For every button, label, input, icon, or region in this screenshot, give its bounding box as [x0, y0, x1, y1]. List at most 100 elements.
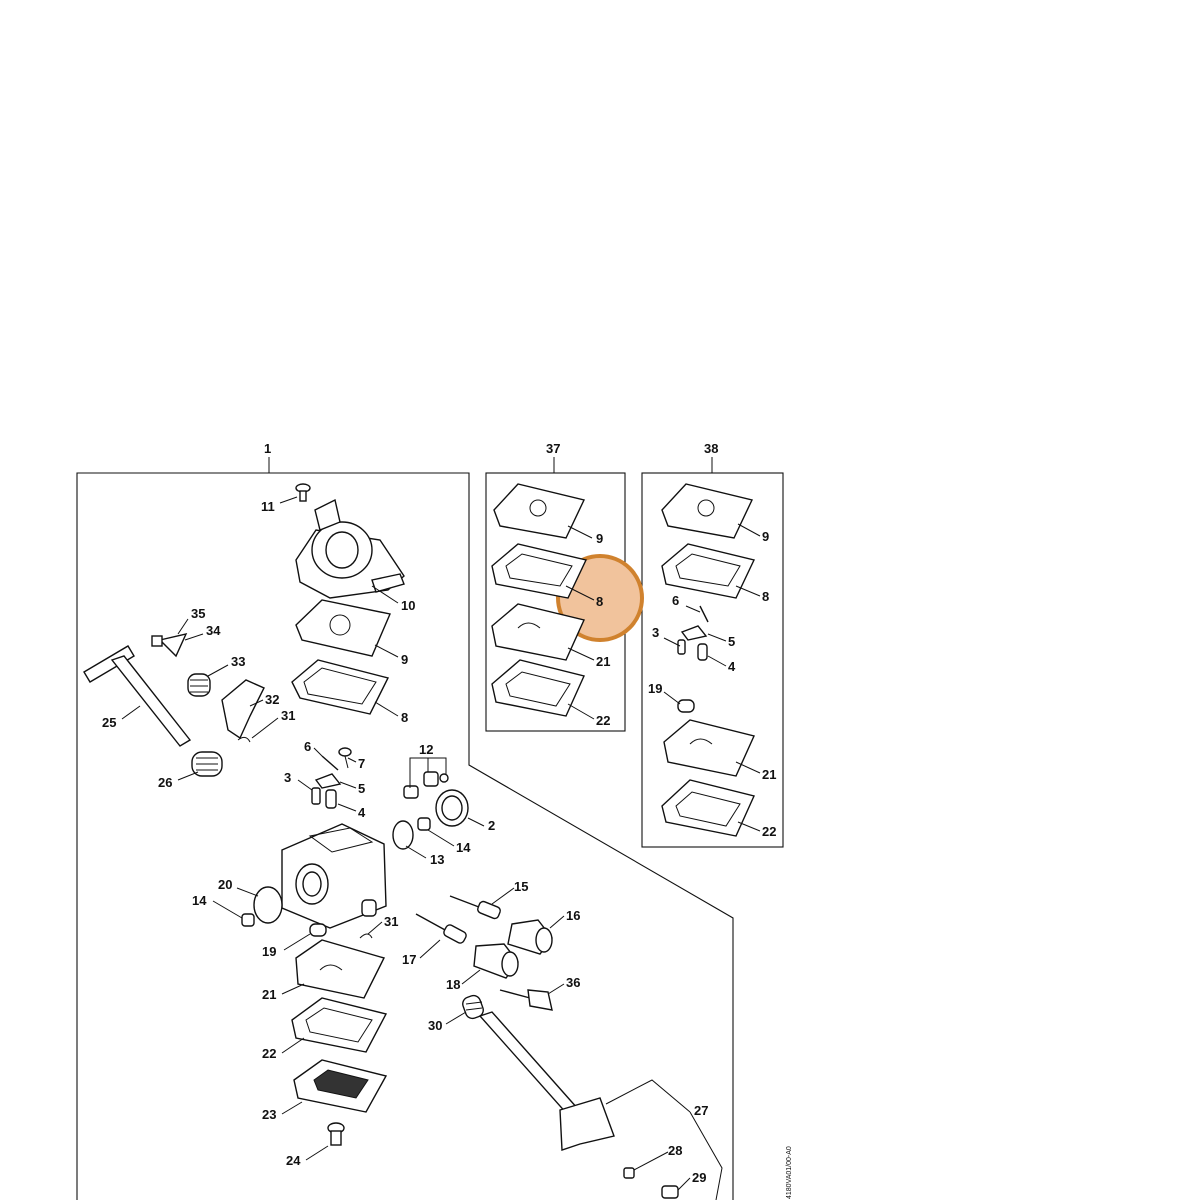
callout-15[interactable]: 15: [514, 879, 528, 894]
part-34-lever[interactable]: [151, 632, 188, 658]
callout-9[interactable]: 9: [401, 652, 408, 667]
kit38-callout-5[interactable]: 5: [728, 634, 735, 649]
callout-36[interactable]: 36: [566, 975, 580, 990]
kit37-callout-21[interactable]: 21: [596, 654, 610, 669]
part-11-screw[interactable]: [295, 483, 311, 502]
callout-14[interactable]: 14: [456, 840, 471, 855]
callout-28[interactable]: 28: [668, 1143, 682, 1158]
kit37-part-21-diaphragm[interactable]: [491, 603, 585, 661]
callout-20[interactable]: 20: [218, 877, 232, 892]
kit38-callout-3[interactable]: 3: [652, 625, 659, 640]
kit38-part-5-lever[interactable]: [680, 625, 708, 641]
kit37-callout-8[interactable]: 8: [596, 594, 603, 609]
callout-18[interactable]: 18: [446, 977, 460, 992]
part-14-screw[interactable]: [417, 817, 431, 831]
part-10-pump-housing[interactable]: [295, 498, 405, 599]
kit38-callout-6[interactable]: 6: [672, 593, 679, 608]
part-19-filter[interactable]: [309, 923, 327, 937]
kit38-callout-9[interactable]: 9: [762, 529, 769, 544]
part-32-lever[interactable]: [221, 679, 265, 740]
part-17-adjust-screw[interactable]: [415, 913, 468, 944]
part-7-screw[interactable]: [338, 747, 352, 769]
kit37-part-22-gasket[interactable]: [491, 659, 585, 717]
kit38-part-8-gasket[interactable]: [661, 543, 756, 599]
callout-26[interactable]: 26: [158, 775, 172, 790]
part-33-spring[interactable]: [187, 673, 211, 697]
kit38-callout-8[interactable]: 8: [762, 589, 769, 604]
callout-19[interactable]: 19: [262, 944, 276, 959]
part-22-gasket[interactable]: [291, 997, 388, 1053]
part-carburetor-body[interactable]: [281, 823, 387, 929]
kit38-callout-19[interactable]: 19: [648, 681, 662, 696]
kit38-part-6-pin[interactable]: [699, 605, 709, 623]
kit38-callout-22[interactable]: 22: [762, 824, 776, 839]
kit38-callout-4[interactable]: 4: [728, 659, 736, 674]
callout-35[interactable]: 35: [191, 606, 205, 621]
part-30-spring[interactable]: [461, 994, 485, 1021]
part-25-shaft[interactable]: [83, 645, 192, 747]
part-13-disc[interactable]: [392, 820, 414, 850]
kit38-part-21-diaphragm[interactable]: [663, 719, 755, 777]
part-27-throttle-shaft[interactable]: [478, 1011, 615, 1151]
part-26-spring[interactable]: [191, 751, 223, 777]
callout-31[interactable]: 31: [281, 708, 295, 723]
callout-32[interactable]: 32: [265, 692, 279, 707]
callout-7[interactable]: 7: [358, 756, 365, 771]
part-8-gasket[interactable]: [291, 659, 390, 715]
part-15-adjust-screw[interactable]: [449, 895, 501, 920]
kit38-callout-21[interactable]: 21: [762, 767, 776, 782]
part-12-set[interactable]: [403, 771, 449, 799]
callout-34[interactable]: 34: [206, 623, 221, 638]
kit38-part-9-diaphragm[interactable]: [661, 483, 754, 539]
callout-25[interactable]: 25: [102, 715, 116, 730]
part-23-cover[interactable]: [293, 1059, 388, 1113]
kit38-part-19-filter[interactable]: [677, 699, 695, 713]
callout-30[interactable]: 30: [428, 1018, 442, 1033]
callout-31b[interactable]: 31: [384, 914, 398, 929]
callout-27[interactable]: 27: [694, 1103, 708, 1118]
callout-17[interactable]: 17: [402, 952, 416, 967]
kit37-callout-22[interactable]: 22: [596, 713, 610, 728]
part-21-diaphragm[interactable]: [295, 939, 386, 999]
part-9-diaphragm[interactable]: [295, 599, 391, 657]
part-6-pin[interactable]: [321, 755, 339, 771]
callout-16[interactable]: 16: [566, 908, 580, 923]
callout-12[interactable]: 12: [419, 742, 433, 757]
part-2-ring[interactable]: [435, 789, 469, 827]
part-16-cap[interactable]: [507, 919, 553, 955]
callout-3[interactable]: 3: [284, 770, 291, 785]
callout-5[interactable]: 5: [358, 781, 365, 796]
part-4-spring[interactable]: [325, 789, 337, 809]
part-28-screw[interactable]: [623, 1167, 635, 1179]
callout-29[interactable]: 29: [692, 1170, 706, 1185]
callout-33[interactable]: 33: [231, 654, 245, 669]
kit38-part-22-gasket[interactable]: [661, 779, 755, 837]
callout-6[interactable]: 6: [304, 739, 311, 754]
callout-24[interactable]: 24: [286, 1153, 301, 1168]
kit37-part-9-diaphragm[interactable]: [493, 483, 586, 539]
callout-11[interactable]: 11: [261, 499, 275, 514]
part-31-pin[interactable]: [237, 736, 251, 743]
part-31-pin-b[interactable]: [359, 933, 373, 939]
callout-23[interactable]: 23: [262, 1107, 276, 1122]
part-29-part[interactable]: [661, 1185, 679, 1199]
callout-22[interactable]: 22: [262, 1046, 276, 1061]
kit37-callout-9[interactable]: 9: [596, 531, 603, 546]
callout-4[interactable]: 4: [358, 805, 366, 820]
part-24-screw[interactable]: [327, 1122, 345, 1146]
callout-21[interactable]: 21: [262, 987, 276, 1002]
part-14-screw-b[interactable]: [241, 913, 255, 927]
kit37-part-8-gasket[interactable]: [491, 543, 588, 599]
callout-10[interactable]: 10: [401, 598, 415, 613]
kit38-part-4-spring[interactable]: [697, 643, 708, 661]
part-36-screw[interactable]: [499, 989, 553, 1011]
kit38-part-3-needle[interactable]: [677, 639, 686, 655]
callout-2[interactable]: 2: [488, 818, 495, 833]
part-3-needle[interactable]: [311, 787, 321, 805]
callout-14b[interactable]: 14: [192, 893, 207, 908]
callout-8[interactable]: 8: [401, 710, 408, 725]
part-18-cap[interactable]: [473, 943, 519, 979]
part-20-disc[interactable]: [253, 886, 283, 924]
part-5-lever[interactable]: [314, 773, 342, 789]
callout-13[interactable]: 13: [430, 852, 444, 867]
